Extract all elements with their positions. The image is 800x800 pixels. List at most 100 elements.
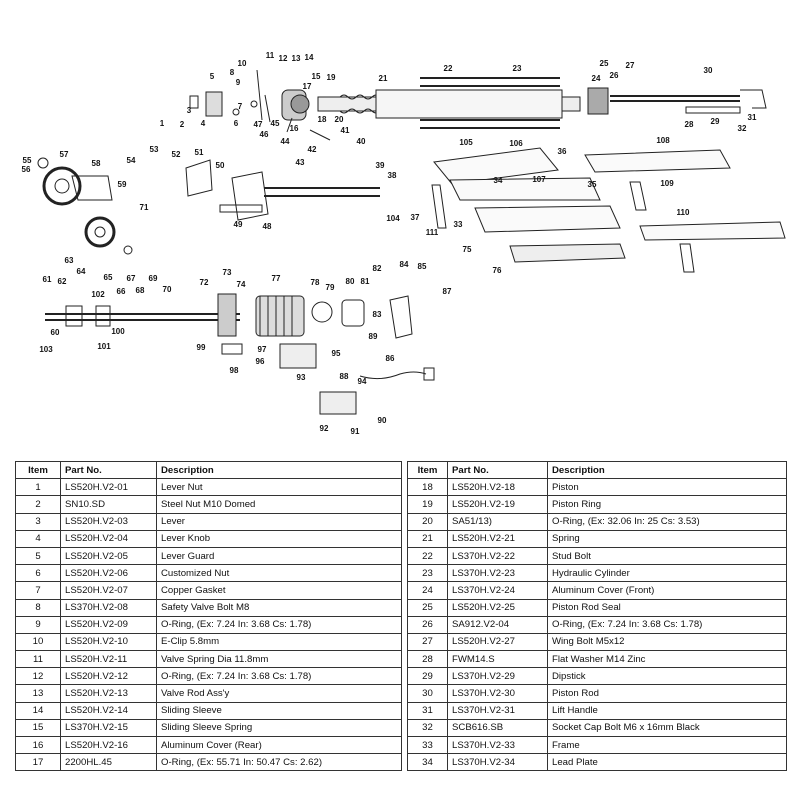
callout-number: 59 xyxy=(118,180,127,189)
callout-number: 39 xyxy=(376,161,385,170)
cell-item: 23 xyxy=(407,564,448,583)
cell-part-no: LS520H.V2-18 xyxy=(447,478,548,497)
hydraulic-cylinder-drawing xyxy=(317,77,767,129)
callout-number: 78 xyxy=(311,278,320,287)
callout-number: 13 xyxy=(292,54,301,63)
callout-number: 18 xyxy=(318,115,327,124)
callout-number: 2 xyxy=(180,120,185,129)
cell-part-no: SN10.SD xyxy=(60,495,157,514)
callout-number: 37 xyxy=(411,213,420,222)
cell-description: Flat Washer M14 Zinc xyxy=(547,650,787,669)
callout-number: 86 xyxy=(386,354,395,363)
cell-description: Spring xyxy=(547,529,787,548)
callout-number: 92 xyxy=(320,424,329,433)
callout-number: 80 xyxy=(346,277,355,286)
cell-part-no: LS370H.V2-15 xyxy=(60,718,157,738)
cell-part-no: 2200HL.45 xyxy=(60,753,157,772)
cell-part-no: LS520H.V2-04 xyxy=(60,529,157,548)
cell-part-no: LS370H.V2-34 xyxy=(447,753,548,772)
callout-number: 105 xyxy=(459,138,473,147)
cell-part-no: LS370H.V2-08 xyxy=(60,598,157,617)
wheels-drawing xyxy=(37,157,133,255)
cell-item: 28 xyxy=(407,650,448,669)
cell-description: Valve Rod Ass'y xyxy=(156,684,402,703)
callout-number: 69 xyxy=(149,274,158,283)
callout-number: 79 xyxy=(326,283,335,292)
cell-description: Piston Rod xyxy=(547,684,787,703)
callout-number: 96 xyxy=(256,357,265,366)
callout-number: 75 xyxy=(463,245,472,254)
callout-number: 103 xyxy=(39,345,53,354)
callout-number: 38 xyxy=(388,171,397,180)
callout-number: 101 xyxy=(97,342,111,351)
cell-item: 15 xyxy=(15,718,61,738)
cell-description: Sliding Sleeve Spring xyxy=(156,718,402,738)
callout-number: 71 xyxy=(140,203,149,212)
cell-item: 8 xyxy=(15,598,61,617)
callout-number: 49 xyxy=(234,220,243,229)
callout-number: 19 xyxy=(327,73,336,82)
cell-item: 18 xyxy=(407,478,448,497)
cell-part-no: SA51/13) xyxy=(447,512,548,531)
callout-number: 7 xyxy=(238,102,243,111)
callout-number: 94 xyxy=(358,377,367,386)
callout-number: 98 xyxy=(230,366,239,375)
cell-part-no: SA912.V2-04 xyxy=(447,615,548,634)
callout-number: 29 xyxy=(711,117,720,126)
callout-number: 104 xyxy=(386,214,400,223)
cell-description: Piston Rod Seal xyxy=(547,598,787,617)
callout-number: 31 xyxy=(748,113,757,122)
cell-description: Stud Bolt xyxy=(547,546,787,566)
callout-number: 91 xyxy=(351,427,360,436)
cell-item: 2 xyxy=(15,495,61,514)
cell-part-no: LS520H.V2-06 xyxy=(60,564,157,583)
callout-number: 72 xyxy=(200,278,209,287)
cell-description: Piston xyxy=(547,478,787,497)
callout-number: 4 xyxy=(201,119,206,128)
cell-description: O-Ring, (Ex: 7.24 In: 3.68 Cs: 1.78) xyxy=(156,667,402,686)
callout-number: 107 xyxy=(532,175,546,184)
callout-number: 9 xyxy=(236,78,241,87)
callout-number: 73 xyxy=(223,268,232,277)
cell-part-no: LS520H.V2-21 xyxy=(447,529,548,548)
cell-item: 17 xyxy=(15,753,61,772)
cell-description: O-Ring, (Ex: 32.06 In: 25 Cs: 3.53) xyxy=(547,512,787,531)
callout-number: 44 xyxy=(281,137,290,146)
cell-description: Steel Nut M10 Domed xyxy=(156,495,402,514)
cell-description: Lever xyxy=(156,512,402,531)
cell-item: 31 xyxy=(407,701,448,720)
callout-number: 15 xyxy=(312,72,321,81)
callout-number: 12 xyxy=(279,54,288,63)
cell-part-no: LS370H.V2-33 xyxy=(447,735,548,755)
callout-number: 55 xyxy=(23,156,32,165)
cell-description: Copper Gasket xyxy=(156,581,402,600)
callout-number: 85 xyxy=(418,262,427,271)
cell-part-no: LS520H.V2-19 xyxy=(447,495,548,514)
motor-assembly-drawing xyxy=(45,293,435,415)
cell-item: 7 xyxy=(15,581,61,600)
callout-number: 58 xyxy=(92,159,101,168)
callout-number: 10 xyxy=(238,59,247,68)
cell-description: Lever Knob xyxy=(156,529,402,548)
cell-item: 1 xyxy=(15,478,61,497)
cell-description: O-Ring, (Ex: 7.24 In: 3.68 Cs: 1.78) xyxy=(156,615,402,634)
callout-number: 74 xyxy=(237,280,246,289)
callout-number: 32 xyxy=(738,124,747,133)
column-header-part-no: Part No. xyxy=(447,460,548,480)
callout-number: 84 xyxy=(400,260,409,269)
cell-item: 26 xyxy=(407,615,448,634)
callout-number: 3 xyxy=(187,106,192,115)
